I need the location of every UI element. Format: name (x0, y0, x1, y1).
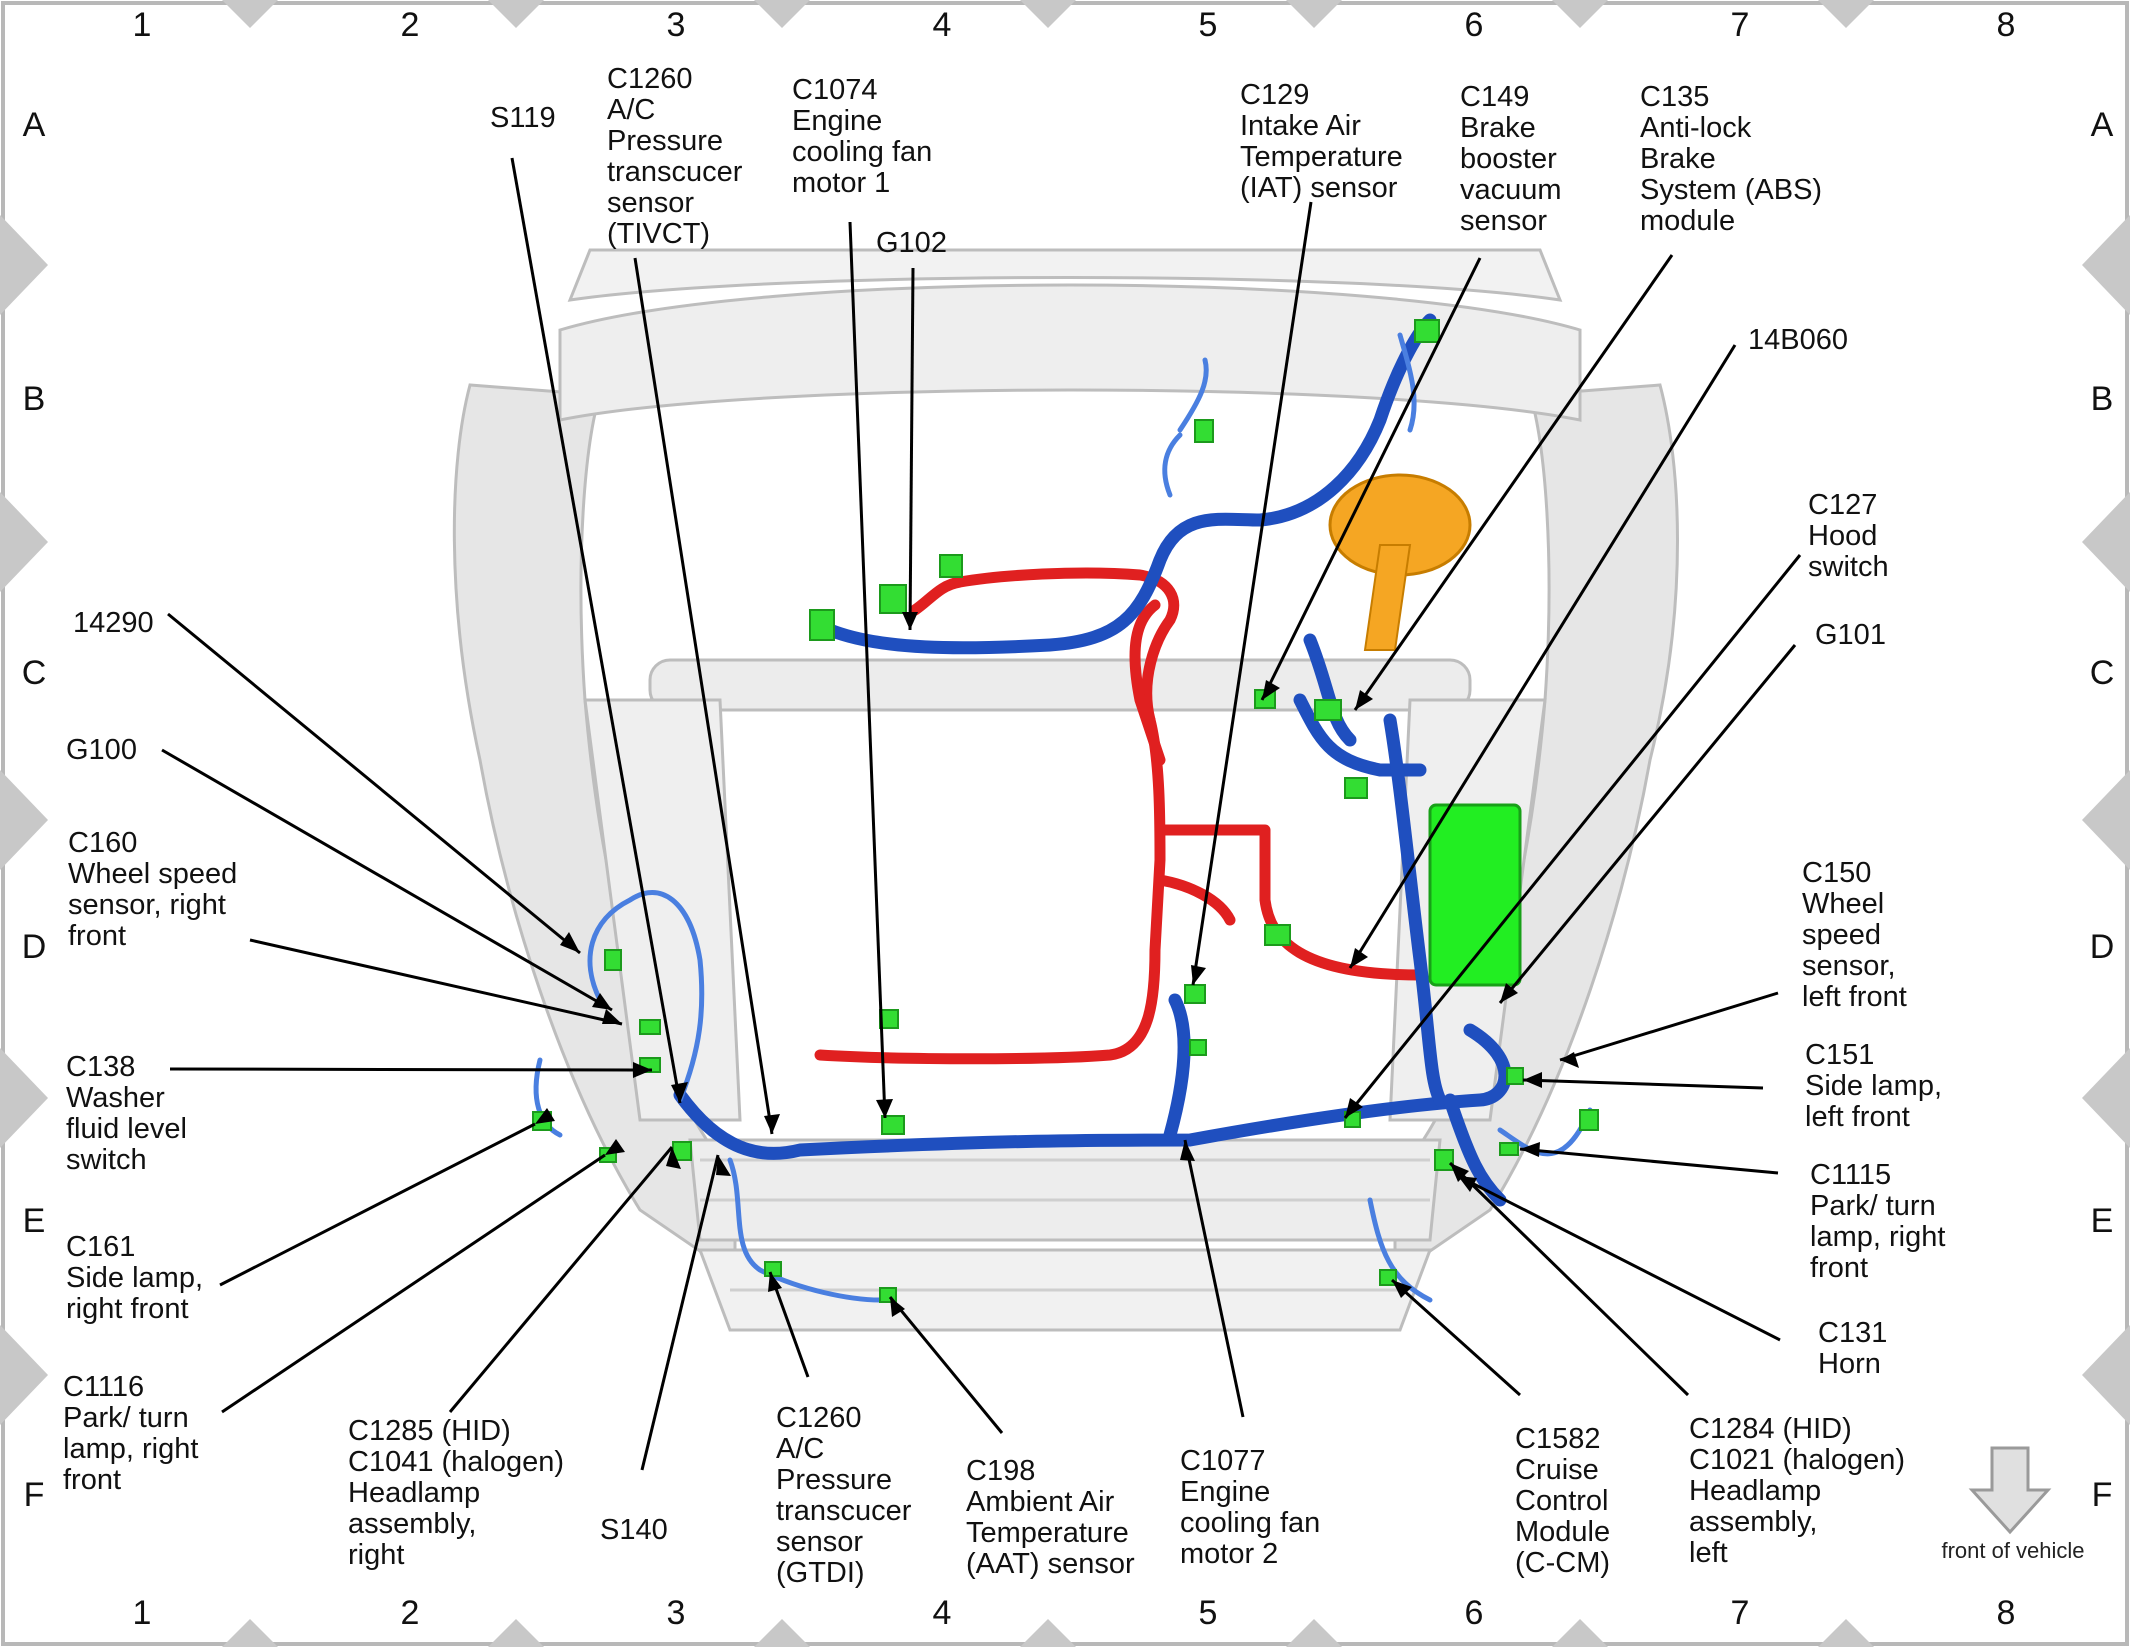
callout-c149: C149 Brake booster vacuum sensor (1460, 81, 1562, 237)
callout-c1260-tivct: C1260 A/C Pressure transcucer sensor (TI… (607, 63, 743, 250)
grid-row-left-d: D (21, 928, 47, 966)
front-of-vehicle-label: front of vehicle (1941, 1538, 2085, 1563)
front-of-vehicle-arrow-icon (1968, 1446, 2052, 1535)
callout-c127: C127 Hood switch (1808, 489, 1889, 583)
callout-c1284: C1284 (HID) C1021 (halogen) Headlamp ass… (1689, 1413, 1906, 1569)
callout-c1074: C1074 Engine cooling fan motor 1 (792, 74, 933, 199)
callout-c1582: C1582 Cruise Control Module (C-CM) (1515, 1423, 1611, 1579)
grid-row-right-e: E (2090, 1202, 2114, 1240)
grid-row-right-c: C (2089, 654, 2115, 692)
callout-c138: C138 Washer fluid level switch (66, 1051, 187, 1176)
callout-c160: C160 Wheel speed sensor, right front (68, 827, 238, 952)
callout-g101: G101 (1815, 619, 1886, 651)
cross-member (648, 658, 1472, 712)
callout-c1285: C1285 (HID) C1041 (halogen) Headlamp ass… (348, 1415, 565, 1571)
callout-c1260-gtdi: C1260 A/C Pressure transcucer sensor (GT… (776, 1402, 912, 1589)
grid-row-left-f: F (23, 1476, 45, 1514)
grid-row-left-c: C (21, 654, 47, 692)
grid-markers-right (2082, 215, 2130, 1425)
grid-row-left-a: A (22, 106, 46, 144)
grid-row-right-d: D (2089, 928, 2115, 966)
grid-col-top-2: 2 (400, 6, 420, 44)
abs-module (1428, 803, 1522, 987)
callout-c129: C129 Intake Air Temperature (IAT) sensor (1240, 79, 1403, 204)
grid-row-left-e: E (22, 1202, 46, 1240)
main-harness-blue (673, 313, 1512, 1207)
callout-14b060: 14B060 (1748, 324, 1848, 356)
grid-row-left-b: B (22, 380, 46, 418)
callout-c161: C161 Side lamp, right front (66, 1231, 204, 1325)
grid-col-top-5: 5 (1198, 6, 1218, 44)
callout-c131: C131 Horn (1818, 1317, 1888, 1380)
callout-g102: G102 (876, 227, 947, 259)
grid-markers-top (222, 0, 1874, 28)
callout-c150: C150 Wheel speed sensor, left front (1802, 857, 1907, 1013)
callout-c1115: C1115 Park/ turn lamp, right front (1810, 1159, 1946, 1284)
grid-col-bottom-5: 5 (1198, 1594, 1218, 1632)
grid-markers-bottom (222, 1619, 1874, 1647)
callout-s140: S140 (600, 1514, 668, 1546)
leader-lines (161, 157, 1802, 1471)
grid-row-right-b: B (2090, 380, 2114, 418)
grid-col-top-4: 4 (932, 6, 952, 44)
brake-booster (1328, 473, 1472, 651)
grid-col-bottom-6: 6 (1464, 1594, 1484, 1632)
grid-col-top-8: 8 (1996, 6, 2016, 44)
radiator-bars (700, 1158, 1430, 1292)
callout-s119: S119 (490, 102, 556, 134)
grid-col-bottom-4: 4 (932, 1594, 952, 1632)
grid-row-right-f: F (2091, 1476, 2113, 1514)
leader-arrowheads (535, 612, 1579, 1317)
power-harness-red (814, 567, 1426, 1065)
callout-c198: C198 Ambient Air Temperature (AAT) senso… (966, 1455, 1135, 1580)
callout-g100: G100 (66, 734, 137, 766)
connectors-green (532, 319, 1599, 1303)
grid-col-bottom-7: 7 (1730, 1594, 1750, 1632)
grid-col-top-1: 1 (132, 6, 152, 44)
radiator-support (558, 283, 1582, 422)
grid-markers-left (0, 215, 48, 1425)
grid-col-top-6: 6 (1464, 6, 1484, 44)
callout-c135: C135 Anti-lock Brake System (ABS) module (1640, 81, 1823, 237)
grid-row-right-a: A (2090, 106, 2114, 144)
grid-col-top-3: 3 (666, 6, 686, 44)
grid-col-bottom-2: 2 (400, 1594, 420, 1632)
callout-c151: C151 Side lamp, left front (1805, 1039, 1943, 1133)
cowl-upper (567, 248, 1563, 302)
grid-col-bottom-3: 3 (666, 1594, 686, 1632)
callout-c1077: C1077 Engine cooling fan motor 2 (1180, 1445, 1321, 1570)
callout-c1116: C1116 Park/ turn lamp, right front (63, 1371, 199, 1496)
grid-col-bottom-1: 1 (132, 1594, 152, 1632)
grid-col-top-7: 7 (1730, 6, 1750, 44)
callout-14290: 14290 (73, 607, 154, 639)
secondary-harness-blue (533, 332, 1593, 1303)
grid-col-bottom-8: 8 (1996, 1594, 2016, 1632)
